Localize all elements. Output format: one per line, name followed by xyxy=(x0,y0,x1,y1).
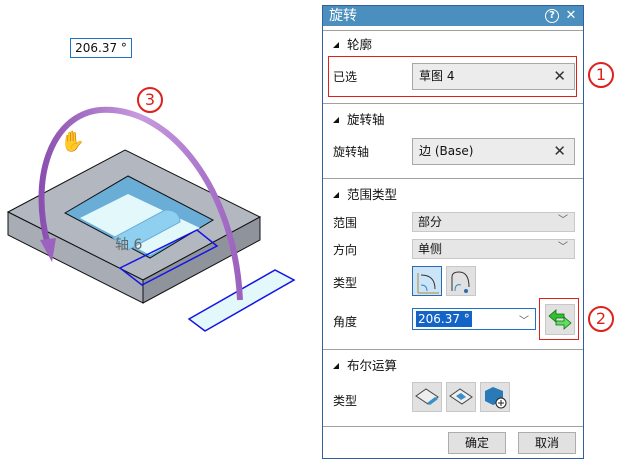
axis-label: 旋转轴 xyxy=(333,145,370,159)
boolean-intersect-button[interactable] xyxy=(446,382,476,412)
field-value: 草图 4 xyxy=(419,69,455,83)
revolve-dialog: 旋转 ? ✕ 轮廓 已选 草图 4✕ 旋转轴 旋转轴 边 (Base)✕ 范围类… xyxy=(322,5,584,459)
rotation-arc xyxy=(38,106,243,301)
model-view: 轴 6 ✋ xyxy=(6,106,296,332)
direction-label: 方向 xyxy=(333,243,358,257)
section-extent[interactable]: 范围类型 xyxy=(333,184,397,203)
boolean-union-button[interactable] xyxy=(480,382,510,412)
section-boolean[interactable]: 布尔运算 xyxy=(333,355,397,374)
callout-3: 3 xyxy=(137,87,163,113)
collapse-icon xyxy=(333,192,339,198)
range-label: 范围 xyxy=(333,216,358,230)
close-icon[interactable]: ✕ xyxy=(565,8,577,23)
hand-cursor-icon: ✋ xyxy=(60,129,85,153)
arc-arrowhead xyxy=(40,238,56,262)
angle-readout[interactable]: 206.37 ° xyxy=(70,38,132,58)
boolean-type-label: 类型 xyxy=(333,394,358,408)
section-label: 范围类型 xyxy=(347,187,398,202)
chevron-down-icon: ﹀ xyxy=(558,242,568,253)
dialog-title: 旋转 xyxy=(323,6,583,26)
clear-icon[interactable]: ✕ xyxy=(553,67,566,85)
3d-viewport[interactable]: 轴 6 ✋ 206.37 ° 3 xyxy=(0,0,320,467)
arc-angle-icon xyxy=(417,273,439,294)
arc-face-icon xyxy=(451,271,470,293)
cylinder xyxy=(112,209,181,251)
selected-label: 已选 xyxy=(333,70,358,84)
boolean-subtract-button[interactable] xyxy=(412,382,442,412)
select-value: 部分 xyxy=(418,215,443,229)
chevron-down-icon: ﹀ xyxy=(558,215,568,226)
range-select[interactable]: 部分 ﹀ xyxy=(412,212,575,232)
revolve-type-face-button[interactable] xyxy=(446,266,476,296)
union-icon xyxy=(485,387,507,409)
sketch-outline xyxy=(118,229,219,286)
collapse-icon xyxy=(333,117,339,123)
angle-input[interactable]: 206.37 ° ﹀ xyxy=(412,308,536,330)
section-label: 布尔运算 xyxy=(347,358,398,373)
axis-field[interactable]: 边 (Base) ✕ xyxy=(412,138,575,165)
cancel-button[interactable]: 取消 xyxy=(518,432,576,454)
angle-label: 角度 xyxy=(333,315,358,329)
highlight-box-1 xyxy=(328,56,577,97)
collapse-icon xyxy=(333,363,339,369)
direction-select[interactable]: 单侧 ﹀ xyxy=(412,239,575,259)
revolve-type-angle-button[interactable] xyxy=(412,266,442,296)
ok-button[interactable]: 确定 xyxy=(448,432,506,454)
help-icon[interactable]: ? xyxy=(545,9,559,23)
flip-direction-button[interactable] xyxy=(545,304,575,335)
chevron-down-icon: ﹀ xyxy=(519,316,529,327)
subtract-icon xyxy=(415,388,439,405)
callout-2: 2 xyxy=(588,306,614,332)
angle-value: 206.37 ° xyxy=(416,311,472,327)
highlight-box-2 xyxy=(539,298,579,340)
profile-sketch xyxy=(187,269,296,332)
section-label: 轮廓 xyxy=(347,37,373,52)
callout-1: 1 xyxy=(588,62,614,88)
intersect-icon xyxy=(449,388,473,405)
select-value: 单侧 xyxy=(418,242,443,256)
flip-arrows-icon xyxy=(548,309,572,330)
axis-label: 轴 6 xyxy=(115,237,142,253)
section-profile[interactable]: 轮廓 xyxy=(333,34,372,53)
section-label: 旋转轴 xyxy=(347,112,385,127)
type-label: 类型 xyxy=(333,276,358,290)
section-axis[interactable]: 旋转轴 xyxy=(333,109,385,128)
collapse-icon xyxy=(333,42,339,48)
clear-icon[interactable]: ✕ xyxy=(553,142,566,160)
field-value: 边 (Base) xyxy=(419,144,474,158)
selected-profile-field[interactable]: 草图 4 ✕ xyxy=(412,63,575,90)
